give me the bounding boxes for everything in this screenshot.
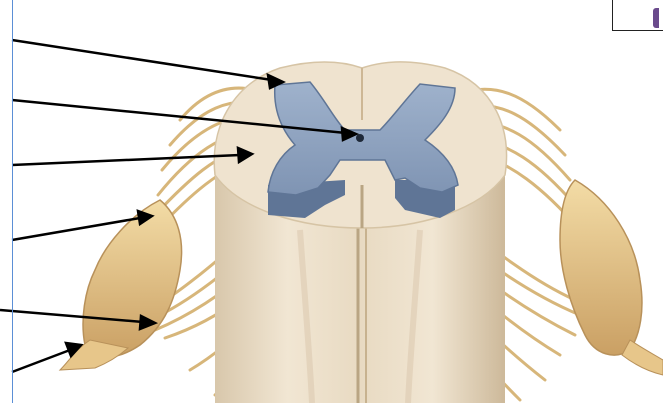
right-spinal-ganglion [560,180,663,375]
central-canal-icon [356,134,364,142]
leader-line-3 [12,155,240,165]
thumbnail-preview[interactable] [612,0,663,31]
leader-line-1 [12,40,272,80]
margin-line [12,0,13,403]
thumbnail-swatch [653,8,659,28]
